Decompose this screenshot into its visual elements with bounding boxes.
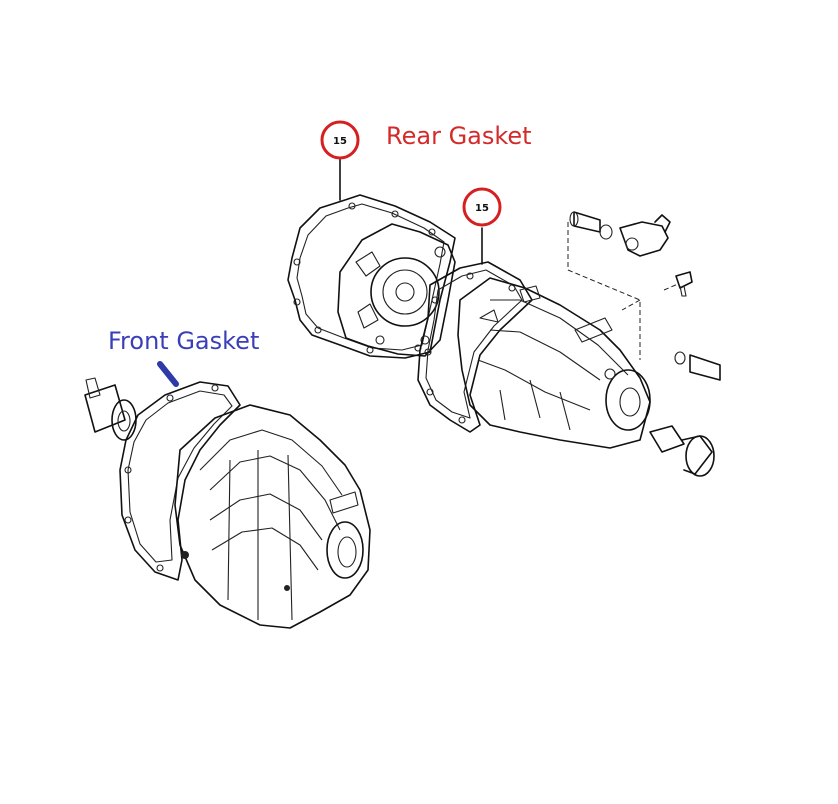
rear-gasket-plate (287, 194, 456, 359)
front-gasket-pointer (157, 361, 179, 387)
transmission-case (174, 404, 371, 629)
extension-housing (457, 277, 651, 449)
shift-linkage-parts (567, 211, 721, 477)
front-gasket-label: Front Gasket (108, 327, 260, 355)
adapter-plate (337, 223, 456, 357)
input-shaft (84, 377, 137, 441)
rear-gasket-label: Rear Gasket (386, 122, 532, 150)
callout-extension: 15 (462, 187, 502, 227)
callout-rear: 15 (320, 120, 360, 160)
callout-rear-number: 15 (333, 136, 347, 147)
callout-extension-number: 15 (475, 203, 489, 214)
front-gasket (119, 381, 241, 581)
